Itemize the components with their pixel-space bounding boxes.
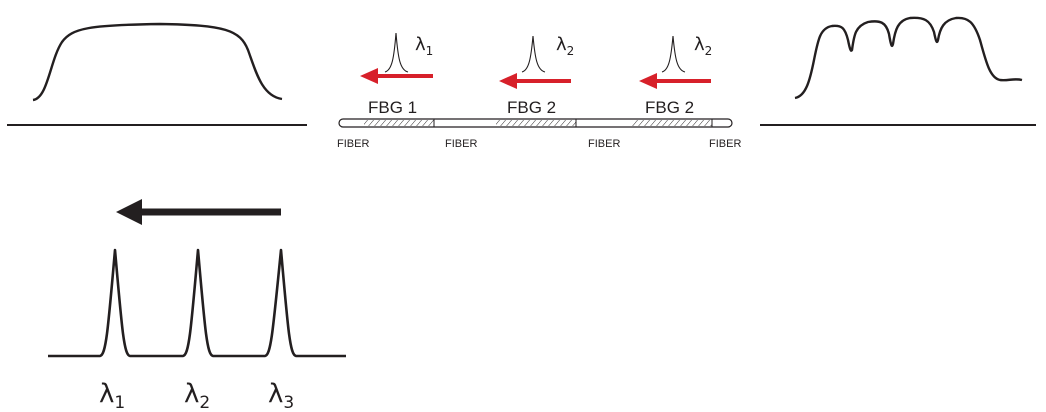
fiber-label-2: FIBER <box>445 138 477 150</box>
bottom-lambda-1: λ1 <box>99 379 125 412</box>
reflected-peak-1 <box>384 32 409 73</box>
grating-label-2: FBG 2 <box>507 98 556 117</box>
reflected-peak-3 <box>661 35 686 73</box>
reflection-arrow-head-1 <box>360 68 378 84</box>
reflection-arrow-head-2 <box>499 73 517 89</box>
grating-region-1 <box>364 120 434 126</box>
peak-lambda-1: λ1 <box>415 34 433 58</box>
peak-lambda-3: λ2 <box>694 34 712 58</box>
grating-label-1: FBG 1 <box>368 98 417 117</box>
peak-lambda-2: λ2 <box>556 34 574 58</box>
transmitted-spectrum <box>760 16 1036 126</box>
grating-label-3: FBG 2 <box>645 98 694 117</box>
fiber-label-4: FIBER <box>709 138 741 150</box>
bottom-lambda-3: λ3 <box>268 379 294 412</box>
fiber-with-gratings: FIBER FIBER FIBER FIBER FBG 1 FBG 2 FBG … <box>337 98 741 150</box>
grating-region-2 <box>496 120 576 126</box>
reflection-spectrum: λ1 λ2 λ3 <box>48 199 346 412</box>
fiber-label-1: FIBER <box>337 138 369 150</box>
grating-region-3 <box>632 120 712 126</box>
input-spectrum <box>7 22 307 126</box>
reflection-2: λ2 <box>499 34 574 89</box>
reflection-3: λ2 <box>639 34 712 89</box>
reflection-peaks-curve <box>48 248 346 358</box>
transmitted-spectrum-curve <box>794 16 1023 100</box>
fiber-label-3: FIBER <box>588 138 620 150</box>
reflected-peak-2 <box>521 35 546 73</box>
spectrum-direction-arrow-head <box>116 199 142 225</box>
reflection-1: λ1 <box>360 32 433 84</box>
reflection-arrow-head-3 <box>639 73 657 89</box>
bottom-lambda-2: λ2 <box>184 379 210 412</box>
input-spectrum-curve <box>32 22 283 102</box>
